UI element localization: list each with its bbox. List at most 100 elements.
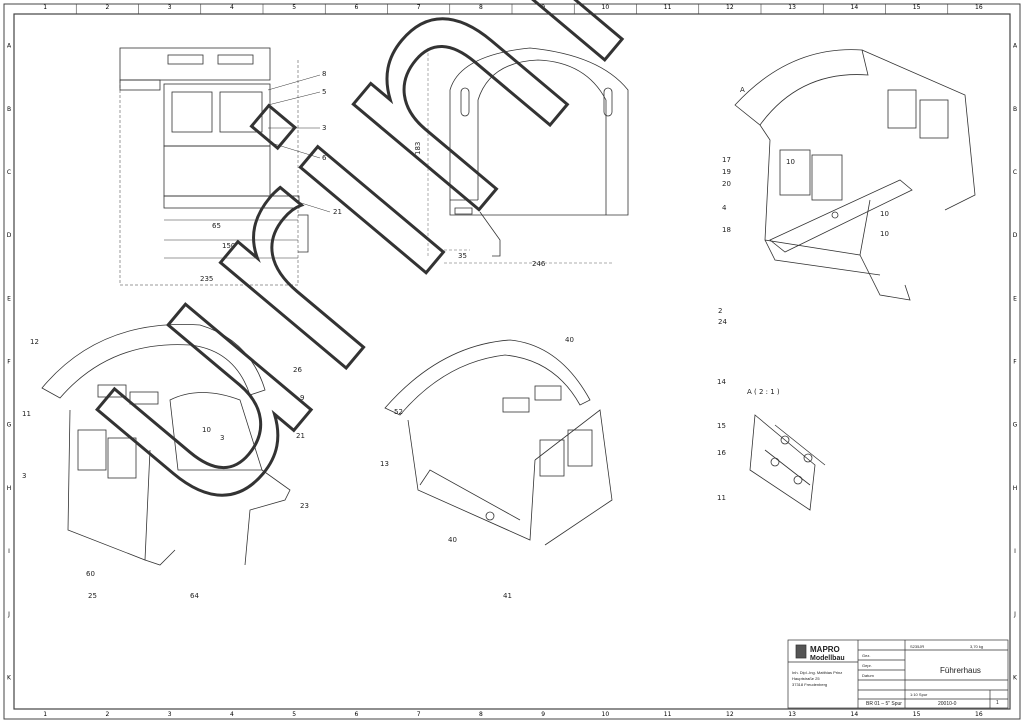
iso-l-callout-10: 60 (86, 570, 95, 578)
iso-tr-callout-11: 24 (718, 318, 727, 326)
grid-col-bottom-5: 5 (292, 711, 296, 718)
detail-callout-4: 11 (717, 494, 726, 502)
front-callout-4: 6 (322, 154, 327, 162)
grid-row-right-E: E (1013, 295, 1017, 302)
grid-row-left-C: C (7, 169, 11, 176)
grid-row-right-G: G (1013, 422, 1018, 429)
iso-tr-callout-10: 2 (718, 307, 722, 315)
iso-l-callout-5: 9 (300, 394, 304, 402)
grid-col-bottom-11: 11 (664, 711, 672, 718)
grid-col-top-8: 8 (479, 4, 483, 11)
grid-col-bottom-7: 7 (417, 711, 421, 718)
grid-col-top-3: 3 (168, 4, 172, 11)
grid-row-left-B: B (7, 106, 11, 113)
grid-col-bottom-13: 13 (788, 711, 796, 718)
grid-col-bottom-14: 14 (851, 711, 859, 718)
grid-col-top-16: 16 (975, 4, 983, 11)
iso-tr-callout-5: 4 (722, 204, 727, 212)
iso-l-callout-11: 25 (88, 592, 97, 600)
grid-col-bottom-16: 16 (975, 711, 983, 718)
detail-callout-3: 16 (717, 449, 726, 457)
model-name: BR 01 – 5" Spur (866, 701, 902, 707)
grid-col-top-12: 12 (726, 4, 734, 11)
grid-row-left-D: D (7, 232, 12, 239)
iso-l-callout-9: 23 (300, 502, 309, 510)
drawing-title: Führerhaus (940, 666, 981, 675)
iso-tr-callout-3: 19 (722, 168, 731, 176)
iso-view-center (384, 339, 613, 546)
company-name: MAPRO (810, 645, 840, 654)
grid-col-bottom-3: 3 (168, 711, 172, 718)
tb-row-3: Datum (862, 673, 874, 678)
grid-row-right-H: H (1013, 485, 1018, 492)
grid-row-right-I: I (1014, 548, 1016, 555)
grid-row-left-E: E (7, 295, 11, 302)
iso-tr-callout-7: 10 (786, 158, 795, 166)
iso-l-callout-7: 3 (220, 434, 224, 442)
weight: 3,70 kg (970, 644, 983, 649)
grid-row-left-K: K (7, 674, 12, 681)
grid-row-right-C: C (1013, 169, 1017, 176)
grid-row-right-F: F (1013, 359, 1017, 366)
grid-row-right-D: D (1013, 232, 1018, 239)
grid-col-top-14: 14 (851, 4, 859, 11)
sheet-number: 1 (996, 700, 999, 706)
grid-col-top-9: 9 (541, 4, 545, 11)
iso-tr-callout-8: 10 (880, 210, 889, 218)
grid-row-left-F: F (7, 359, 11, 366)
title-block (787, 639, 1009, 709)
side-dim-2: 35 (458, 252, 467, 260)
grid-row-right-J: J (1013, 611, 1016, 618)
iso-c-callout-3: 13 (380, 460, 389, 468)
iso-c-callout-5: 41 (503, 592, 512, 600)
detail-callout-2: 15 (717, 422, 726, 430)
detail-view-a (749, 414, 826, 511)
side-view (427, 47, 629, 264)
front-callout-5: 21 (333, 208, 342, 216)
detail-callout-1: 14 (717, 378, 726, 386)
grid-row-right-B: B (1013, 106, 1017, 113)
grid-row-left-A: A (7, 43, 12, 50)
grid-row-right-A: A (1013, 43, 1018, 50)
iso-tr-callout-1: A (740, 86, 745, 94)
grid-col-top-6: 6 (354, 4, 358, 11)
iso-c-callout-1: 40 (565, 336, 574, 344)
iso-l-callout-4: 26 (293, 366, 302, 374)
iso-tr-callout-2: 17 (722, 156, 731, 164)
address-line-3: 37318 Freudenberg (792, 682, 827, 687)
drawing-number: 20010-0 (938, 701, 957, 707)
company-subname: Modellbau (810, 655, 845, 662)
iso-l-callout-1: 12 (30, 338, 39, 346)
iso-view-left (41, 323, 291, 566)
iso-tr-callout-6: 18 (722, 226, 731, 234)
side-dim-1: 183 (414, 142, 422, 155)
grid-col-top-15: 15 (913, 4, 921, 11)
grid-col-top-10: 10 (602, 4, 610, 11)
grid-row-left-J: J (7, 611, 10, 618)
iso-l-callout-12: 64 (190, 592, 199, 600)
tb-row-1: Gez. (862, 653, 870, 658)
front-callout-2: 5 (322, 88, 326, 96)
iso-c-callout-4: 40 (448, 536, 457, 544)
iso-tr-callout-9: 10 (880, 230, 889, 238)
front-dim-2: 150 (222, 242, 235, 250)
grid-col-top-2: 2 (105, 4, 109, 11)
grid-row-left-H: H (7, 485, 12, 492)
grid-col-bottom-8: 8 (479, 711, 483, 718)
grid-col-bottom-10: 10 (602, 711, 610, 718)
iso-l-callout-8: 21 (296, 432, 305, 440)
material: S235JR (910, 644, 924, 649)
grid-col-top-5: 5 (292, 4, 296, 11)
detail-title: A ( 2 : 1 ) (747, 388, 780, 396)
scale: 1:10 Spur (910, 692, 928, 697)
grid-col-bottom-15: 15 (913, 711, 921, 718)
iso-l-callout-2: 11 (22, 410, 31, 418)
front-dim-3: 235 (200, 275, 213, 283)
tb-row-2: Gepr. (862, 663, 872, 668)
iso-tr-callout-4: 20 (722, 180, 731, 188)
front-callout-3: 3 (322, 124, 326, 132)
front-callout-1: 8 (322, 70, 326, 78)
address-line-2: Hauptstraße 25 (792, 676, 820, 681)
iso-c-callout-2: 52 (394, 408, 403, 416)
